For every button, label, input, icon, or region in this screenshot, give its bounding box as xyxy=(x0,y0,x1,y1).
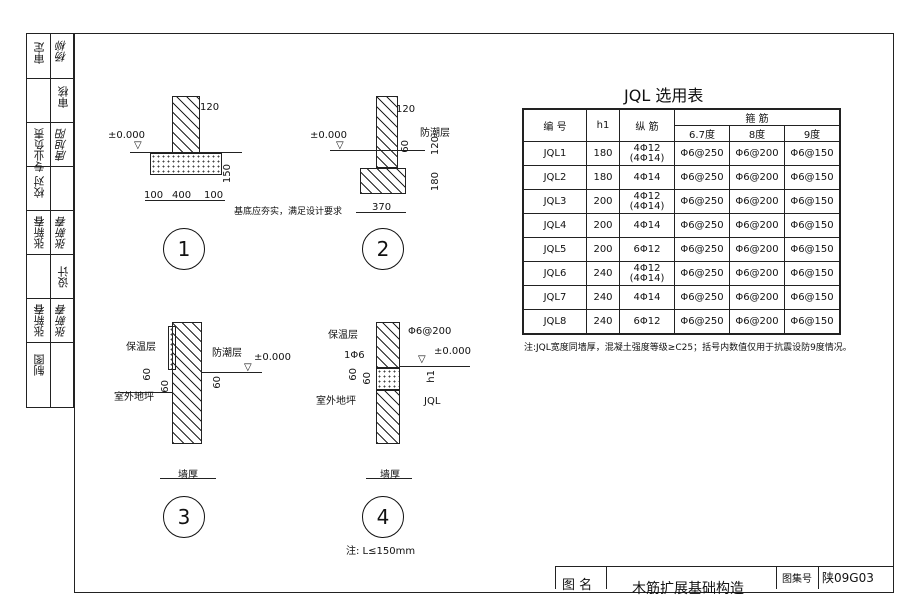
elevation-marker-icon: ▽ xyxy=(244,362,252,373)
footing-section xyxy=(150,153,222,175)
wall-thickness-label: 墙厚 xyxy=(380,470,400,481)
table-row: JQL2 180 4Φ14 Φ6@250 Φ6@200 Φ6@150 xyxy=(522,165,841,190)
title-name: 木筋扩展基础构造 xyxy=(632,581,744,597)
wall-section xyxy=(172,96,200,154)
col-header-long: 纵 筋 xyxy=(619,108,675,142)
sidebar-role: 审核 xyxy=(57,86,70,108)
wall-section-lower xyxy=(376,390,400,444)
wall-section-upper xyxy=(376,322,400,368)
outdoor-floor-label: 室外地坪 xyxy=(114,392,154,403)
detail-number-2: 2 xyxy=(362,228,404,270)
dim-right: 100 xyxy=(204,190,224,201)
damp-layer-label: 防潮层 xyxy=(420,128,450,139)
elevation-marker-icon: ▽ xyxy=(134,140,142,151)
dim-60-a: 60 xyxy=(142,368,153,381)
col-header-h1: h1 xyxy=(586,108,620,142)
insulation-label: 保温层 xyxy=(126,342,156,353)
col-header-s67: 6.7度 xyxy=(674,125,730,142)
dim-180: 180 xyxy=(430,172,441,192)
sidebar-signature: 杨柳 xyxy=(55,40,68,62)
sidebar-signature: 张新春 xyxy=(55,304,68,337)
col-header-s9: 9度 xyxy=(784,125,841,142)
col-header-stirrup: 箍 筋 xyxy=(674,108,841,126)
sidebar-role: 制图 xyxy=(33,354,46,376)
wall-section xyxy=(172,322,202,444)
detail-note: 注: L≤150mm xyxy=(346,546,416,557)
dim-60: 60 xyxy=(400,140,411,153)
detail-number-1: 1 xyxy=(163,228,205,270)
sidebar-role: 张新春 xyxy=(33,216,46,249)
damp-layer-label: 防潮层 xyxy=(212,348,242,359)
dim-120: 120 xyxy=(430,136,441,156)
elevation-label: ±0.000 xyxy=(254,352,292,363)
sidebar-role: 审定 xyxy=(33,42,46,64)
sidebar-role: 设计 xyxy=(57,266,70,288)
insulation-label: 保温层 xyxy=(328,330,358,341)
sidebar-signature: 唐旭阳 xyxy=(55,128,68,161)
dim-60-c: 60 xyxy=(212,376,223,389)
atlas-label: 图集号 xyxy=(782,574,812,585)
wall-section xyxy=(376,96,398,168)
h1-label: h1 xyxy=(426,370,437,383)
table-row: JQL3 200 4Φ12(4Φ14) Φ6@250 Φ6@200 Φ6@150 xyxy=(522,189,841,214)
insulation-layer xyxy=(168,326,176,370)
footing-note: 基底应夯实，满足设计要求 xyxy=(234,207,343,217)
dim-top: 120 xyxy=(200,102,220,113)
stirrup-label: Φ6@200 xyxy=(408,326,452,337)
dim-height: 150 xyxy=(222,164,233,184)
elevation-marker-icon: ▽ xyxy=(418,354,426,365)
title-name-label: 图 名 xyxy=(562,578,593,593)
jql-selection-table: 编 号 h1 纵 筋 箍 筋 6.7度 8度 9度 JQL1 180 4Φ12(… xyxy=(522,108,841,335)
table-row: JQL7 240 4Φ14 Φ6@250 Φ6@200 Φ6@150 xyxy=(522,285,841,310)
table-row: JQL8 240 6Φ12 Φ6@250 Φ6@200 Φ6@150 xyxy=(522,309,841,334)
dim-mid: 400 xyxy=(172,190,192,201)
elevation-label: ±0.000 xyxy=(310,130,348,141)
bar-label: 1Φ6 xyxy=(344,350,365,361)
elevation-label: ±0.000 xyxy=(434,346,472,357)
table-title: JQL 选用表 xyxy=(624,86,704,105)
sidebar-role: 专业负责 xyxy=(33,128,46,172)
dim-left: 100 xyxy=(144,190,164,201)
detail-number-4: 4 xyxy=(362,496,404,538)
sidebar-role: 校对 xyxy=(33,176,46,198)
elevation-label: ±0.000 xyxy=(108,130,146,141)
dim-60-a: 60 xyxy=(348,368,359,381)
outdoor-floor-label: 室外地坪 xyxy=(316,396,356,407)
width-dim: 370 xyxy=(372,202,392,213)
table-row: JQL6 240 4Φ12(4Φ14) Φ6@250 Φ6@200 Φ6@150 xyxy=(522,261,841,286)
table-note: 注:JQL宽度同墙厚，混凝土强度等级≥C25；括号内数值仅用于抗震设防9度情况。 xyxy=(524,343,852,353)
dim-60-b: 60 xyxy=(160,380,171,393)
ring-beam-jql xyxy=(376,368,400,390)
sidebar-signature: 张新春 xyxy=(55,216,68,249)
col-header-id: 编 号 xyxy=(522,108,587,142)
table-row: JQL4 200 4Φ14 Φ6@250 Φ6@200 Φ6@150 xyxy=(522,213,841,238)
footing-section xyxy=(360,168,406,194)
jql-label: JQL xyxy=(424,396,441,407)
dim-top: 120 xyxy=(396,104,416,115)
dim-60-b: 60 xyxy=(362,372,373,385)
table-row: JQL1 180 4Φ12(4Φ14) Φ6@250 Φ6@200 Φ6@150 xyxy=(522,141,841,166)
wall-thickness-label: 墙厚 xyxy=(178,470,198,481)
atlas-number: 陕09G03 xyxy=(822,571,874,585)
col-header-s8: 8度 xyxy=(729,125,785,142)
table-row: JQL5 200 6Φ12 Φ6@250 Φ6@200 Φ6@150 xyxy=(522,237,841,262)
detail-number-3: 3 xyxy=(163,496,205,538)
sidebar-role: 张新春 xyxy=(33,304,46,337)
elevation-marker-icon: ▽ xyxy=(336,140,344,151)
